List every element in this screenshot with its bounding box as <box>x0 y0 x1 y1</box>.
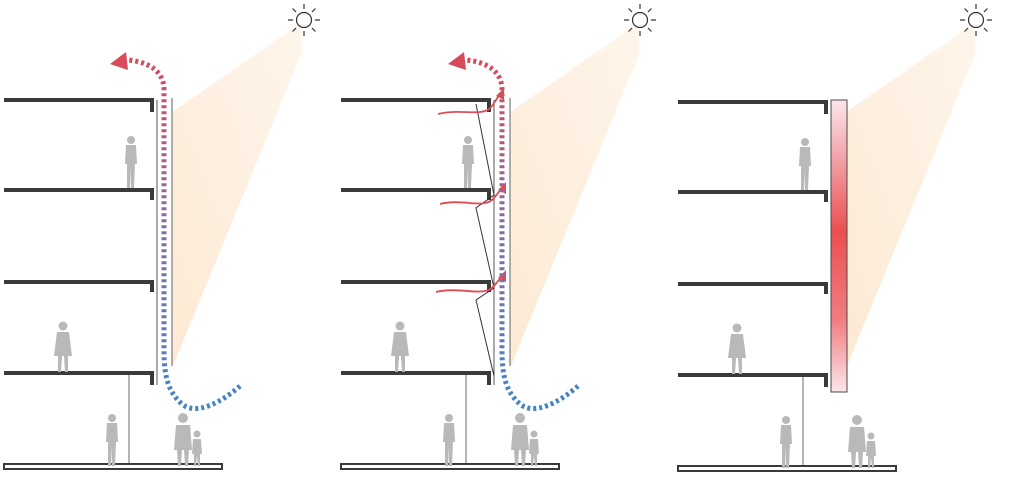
interior-airflow-arrow-icon <box>437 93 501 115</box>
inner-vent-line <box>475 103 495 377</box>
interior-airflow-arrow-icon <box>439 187 503 205</box>
heated-facade-panel <box>830 99 848 393</box>
airflow-arrow-icon <box>465 57 580 411</box>
diagram-panel-3 <box>678 3 993 471</box>
sun-icon <box>959 3 993 37</box>
sunlight-beam <box>846 24 976 368</box>
airflow-arrow-icon <box>127 57 242 411</box>
arrowhead <box>110 52 128 70</box>
sunlight-beam <box>172 24 302 368</box>
arrowhead <box>448 52 466 70</box>
diagram-panel-1 <box>4 3 321 469</box>
sun-icon <box>287 3 321 37</box>
diagram-panel-2 <box>341 3 657 469</box>
sun-icon <box>623 3 657 37</box>
interior-airflow-arrow-icon <box>435 275 503 293</box>
sunlight-beam <box>510 24 640 368</box>
